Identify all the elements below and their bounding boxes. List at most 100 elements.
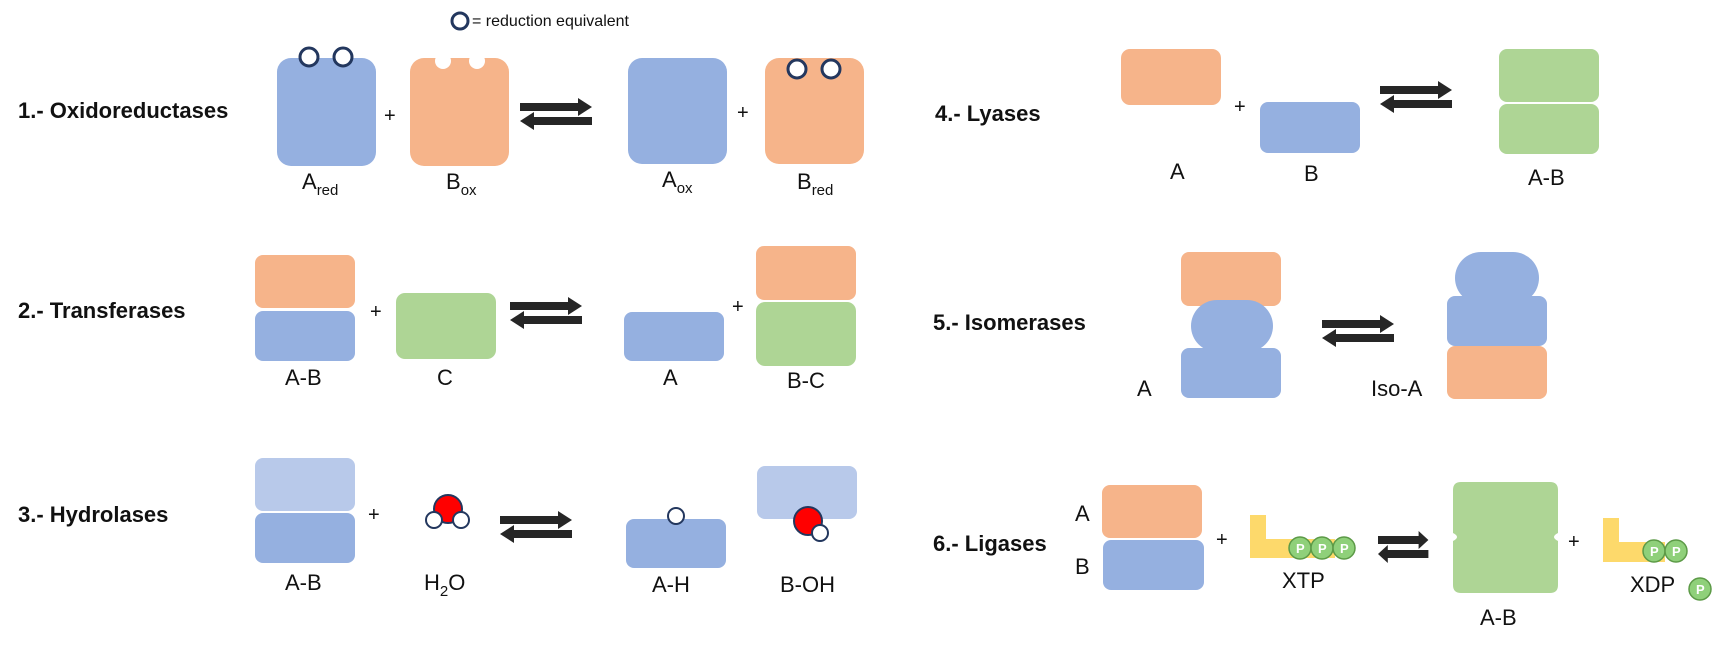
label-a-b: A-B xyxy=(1480,605,1517,630)
molecule-b-oh xyxy=(757,466,857,519)
section-lyases: 4.- Lyases + A B A-B xyxy=(935,49,1599,190)
molecule-b xyxy=(1103,540,1204,590)
equilibrium-arrow-icon xyxy=(510,297,582,329)
section-title: 2.- Transferases xyxy=(18,298,186,323)
label-a-b: A-B xyxy=(285,365,322,390)
reduction-equivalent-icon xyxy=(786,58,808,80)
empty-site-icon xyxy=(469,53,485,69)
hydrogen-atom-icon xyxy=(811,524,829,542)
section-oxidoreductases: 1.- Oxidoreductases + + Ared Box Aox Bre… xyxy=(18,46,864,199)
reduction-equivalent-icon xyxy=(332,46,354,68)
section-transferases: 2.- Transferases + + A-B C A B-C xyxy=(18,246,856,393)
label-b-c: B-C xyxy=(787,368,825,393)
reduction-equivalent-icon xyxy=(298,46,320,68)
section-title: 1.- Oxidoreductases xyxy=(18,98,228,123)
svg-text:P: P xyxy=(1696,582,1705,597)
section-ligases: 6.- Ligases A B + P P P XTP A-B + P xyxy=(933,482,1712,630)
section-hydrolases: 3.- Hydrolases + A-B H2O A-H B-OH xyxy=(18,458,857,600)
label-a-b: A-B xyxy=(285,570,322,595)
label-xdp: XDP xyxy=(1630,572,1675,597)
water-molecule-icon xyxy=(425,494,470,529)
legend-text: = reduction equivalent xyxy=(472,13,630,30)
equilibrium-arrow-icon xyxy=(500,511,572,543)
molecule-c xyxy=(396,293,496,359)
label-a-h: A-H xyxy=(652,572,690,597)
label-a-red: Ared xyxy=(302,169,338,199)
label-b-oh: B-OH xyxy=(780,572,835,597)
equilibrium-arrow-icon xyxy=(520,98,592,130)
label-b-red: Bred xyxy=(797,169,833,199)
molecule-a xyxy=(1121,49,1221,105)
molecule-b-c-top xyxy=(756,246,856,300)
molecule-b-oxidized xyxy=(410,58,509,166)
iso-a-top xyxy=(1455,252,1539,304)
equilibrium-arrow-icon xyxy=(1380,81,1452,113)
phosphate-icon: P xyxy=(1332,536,1356,560)
plus-sign: + xyxy=(737,102,749,124)
label-b: B xyxy=(1304,161,1319,186)
hydrogen-atom-icon xyxy=(667,507,685,525)
molecule-b xyxy=(1260,102,1360,153)
plus-sign: + xyxy=(1568,531,1580,553)
label-h2o: H2O xyxy=(424,570,465,600)
label-a: A xyxy=(663,365,678,390)
label-b-ox: Box xyxy=(446,169,477,199)
reduction-equivalent-icon xyxy=(450,11,470,31)
molecule-a xyxy=(1102,485,1202,538)
label-a-ox: Aox xyxy=(662,167,693,197)
molecule-a-b-top xyxy=(255,458,355,511)
iso-a-bottom xyxy=(1447,346,1547,399)
molecule-a-b-bottom xyxy=(255,311,355,361)
molecule-a-reduced xyxy=(277,58,376,166)
section-title: 3.- Hydrolases xyxy=(18,502,168,527)
label-a: A xyxy=(1137,376,1152,401)
phosphate-icon: P xyxy=(1310,536,1334,560)
isomer-a-middle xyxy=(1191,300,1273,352)
reduction-equivalent-icon xyxy=(820,58,842,80)
svg-text:P: P xyxy=(1318,541,1327,556)
iso-a-middle xyxy=(1447,296,1547,346)
plus-sign: + xyxy=(732,296,744,318)
molecule-a-b-bottom xyxy=(1499,104,1599,154)
molecule-a-b-bottom xyxy=(255,513,355,563)
label-xtp: XTP xyxy=(1282,568,1325,593)
svg-text:P: P xyxy=(1340,541,1349,556)
section-isomerases: 5.- Isomerases A Iso-A xyxy=(933,252,1547,401)
plus-sign: + xyxy=(370,301,382,323)
plus-sign: + xyxy=(368,504,380,526)
molecule-a-h xyxy=(626,519,726,568)
empty-site-icon xyxy=(435,53,451,69)
svg-text:P: P xyxy=(1296,541,1305,556)
label-a: A xyxy=(1170,159,1185,184)
molecule-a-oxidized xyxy=(628,58,727,164)
section-title: 6.- Ligases xyxy=(933,531,1047,556)
phosphate-icon: P xyxy=(1664,539,1688,563)
label-b: B xyxy=(1075,554,1090,579)
isomer-a-bottom xyxy=(1181,348,1281,398)
svg-text:P: P xyxy=(1650,544,1659,559)
phosphate-icon: P xyxy=(1642,539,1666,563)
section-title: 5.- Isomerases xyxy=(933,310,1086,335)
label-a-b: A-B xyxy=(1528,165,1565,190)
molecule-a xyxy=(624,312,724,361)
molecule-a-b-top xyxy=(255,255,355,308)
phosphate-icon: P xyxy=(1288,536,1312,560)
molecule-a-b-top xyxy=(1499,49,1599,102)
legend: = reduction equivalent xyxy=(450,11,630,31)
label-a: A xyxy=(1075,501,1090,526)
molecule-b-reduced xyxy=(765,58,864,164)
molecule-b-c-bottom xyxy=(756,302,856,366)
plus-sign: + xyxy=(384,105,396,127)
isomer-a-top xyxy=(1181,252,1281,306)
label-iso-a: Iso-A xyxy=(1371,376,1423,401)
equilibrium-arrow-icon xyxy=(1322,315,1394,347)
label-c: C xyxy=(437,365,453,390)
plus-sign: + xyxy=(1234,96,1246,118)
phosphate-icon: P xyxy=(1688,577,1712,601)
equilibrium-arrow-icon xyxy=(1378,531,1429,563)
plus-sign: + xyxy=(1216,529,1228,551)
svg-text:P: P xyxy=(1672,544,1681,559)
molecule-a-b xyxy=(1453,482,1558,593)
section-title: 4.- Lyases xyxy=(935,101,1041,126)
